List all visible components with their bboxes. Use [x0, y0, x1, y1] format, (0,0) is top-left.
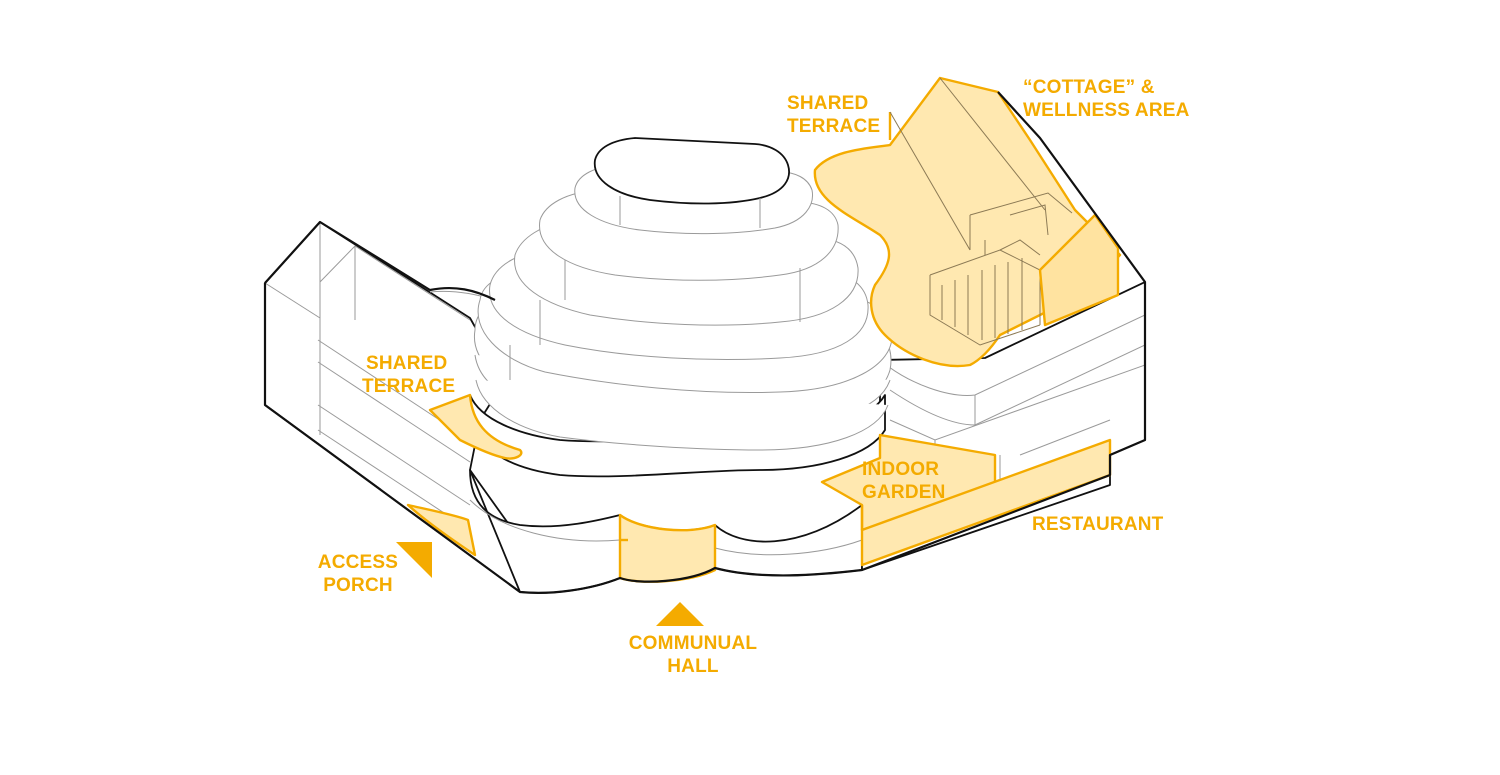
cottage-label-line1: “COTTAGE” & — [1023, 77, 1155, 98]
shared-terrace-top-line1: SHARED — [787, 93, 869, 114]
access-porch-line1: ACCESS — [317, 552, 399, 573]
restaurant-label: RESTAURANT — [1032, 513, 1163, 536]
shared-terrace-top-label: SHARED TERRACE — [787, 92, 880, 138]
communal-hall-line1: COMMUNUAL — [628, 633, 758, 654]
access-porch-label: ACCESS PORCH — [312, 551, 404, 597]
indoor-garden-label: INDOOR GARDEN — [862, 458, 946, 504]
communal-hall-line2: HALL — [667, 656, 719, 677]
cottage-label-line2: WELLNESS AREA — [1023, 100, 1190, 121]
indoor-garden-line2: GARDEN — [862, 482, 946, 503]
communal-hall-arrow-icon — [656, 602, 704, 626]
cottage-volume — [888, 77, 1120, 346]
restaurant-text: RESTAURANT — [1032, 514, 1164, 535]
access-porch-zone — [406, 503, 477, 557]
communal-hall-label: COMMUNUAL HALL — [620, 632, 766, 678]
access-porch-arrow-icon — [396, 542, 432, 578]
shared-terrace-left-line1: SHARED — [366, 353, 448, 374]
access-porch-line2: PORCH — [323, 575, 393, 596]
indoor-garden-line1: INDOOR — [862, 459, 940, 480]
cottage-wellness-label: “COTTAGE” & WELLNESS AREA — [1023, 76, 1190, 122]
shared-terrace-left-line2: TERRACE — [362, 376, 456, 397]
shared-terrace-left-label: SHARED TERRACE — [362, 352, 455, 398]
left-wing — [264, 221, 521, 593]
building-outline — [263, 91, 1147, 594]
communal-hall-zone — [618, 513, 717, 583]
shared-terrace-top-line2: TERRACE — [787, 116, 881, 137]
tiered-tower — [469, 137, 893, 478]
shared-terrace-left-zone — [428, 393, 523, 460]
